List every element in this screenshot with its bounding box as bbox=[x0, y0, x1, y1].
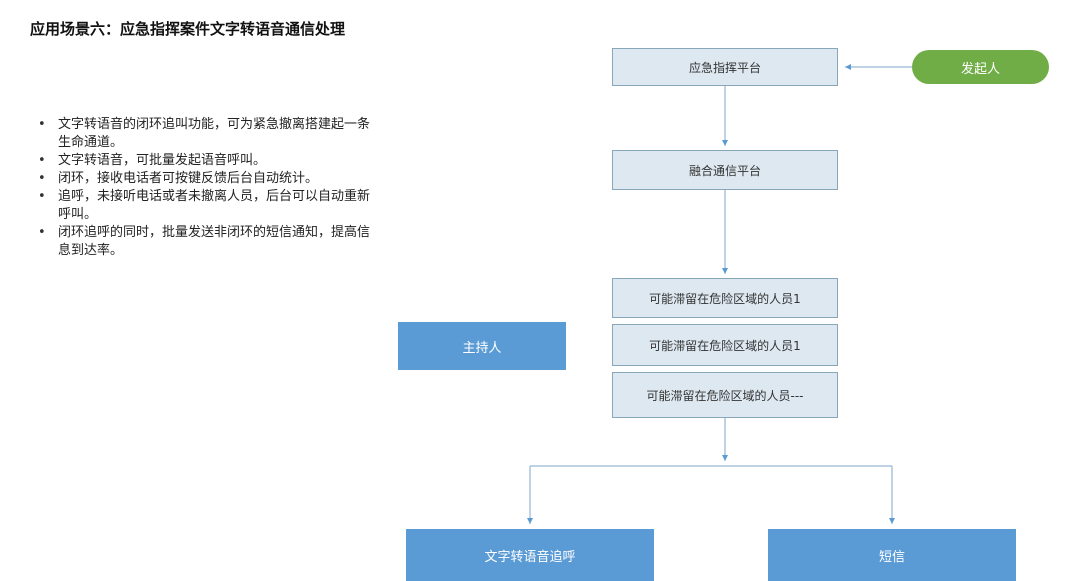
sms-node: 短信 bbox=[768, 529, 1016, 581]
node-label: 可能滞留在危险区域的人员1 bbox=[649, 291, 801, 306]
person-node: 可能滞留在危险区域的人员1 bbox=[612, 324, 838, 366]
person-node: 可能滞留在危险区域的人员1 bbox=[612, 278, 838, 318]
node-label: 主持人 bbox=[462, 340, 502, 356]
node-label: 融合通信平台 bbox=[688, 163, 761, 178]
node-label: 短信 bbox=[878, 549, 905, 565]
person-node: 可能滞留在危险区域的人员--- bbox=[612, 372, 838, 418]
feature-item: 文字转语音，可批量发起语音呼叫。 bbox=[38, 152, 378, 170]
node-label: 应急指挥平台 bbox=[688, 60, 761, 75]
feature-list: 文字转语音的闭环追叫功能，可为紧急撤离搭建起一条生命通道。 文字转语音，可批量发… bbox=[38, 116, 378, 260]
feature-item: 闭环，接收电话者可按键反馈后台自动统计。 bbox=[38, 170, 378, 188]
fusion-communication-platform-node: 融合通信平台 bbox=[612, 150, 838, 190]
host-node: 主持人 bbox=[398, 322, 566, 370]
tts-call-node: 文字转语音追呼 bbox=[406, 529, 654, 581]
page-title: 应用场景六：应急指挥案件文字转语音通信处理 bbox=[30, 20, 346, 38]
node-label: 可能滞留在危险区域的人员--- bbox=[646, 388, 804, 403]
node-label: 发起人 bbox=[960, 61, 1000, 77]
initiator-node: 发起人 bbox=[912, 50, 1049, 84]
feature-item: 文字转语音的闭环追叫功能，可为紧急撤离搭建起一条生命通道。 bbox=[38, 116, 378, 152]
emergency-command-platform-node: 应急指挥平台 bbox=[612, 48, 838, 86]
node-label: 文字转语音追呼 bbox=[484, 549, 576, 565]
feature-item: 追呼，未接听电话或者未撤离人员，后台可以自动重新呼叫。 bbox=[38, 188, 378, 224]
node-label: 可能滞留在危险区域的人员1 bbox=[649, 338, 801, 353]
feature-item: 闭环追呼的同时，批量发送非闭环的短信通知，提高信息到达率。 bbox=[38, 224, 378, 260]
